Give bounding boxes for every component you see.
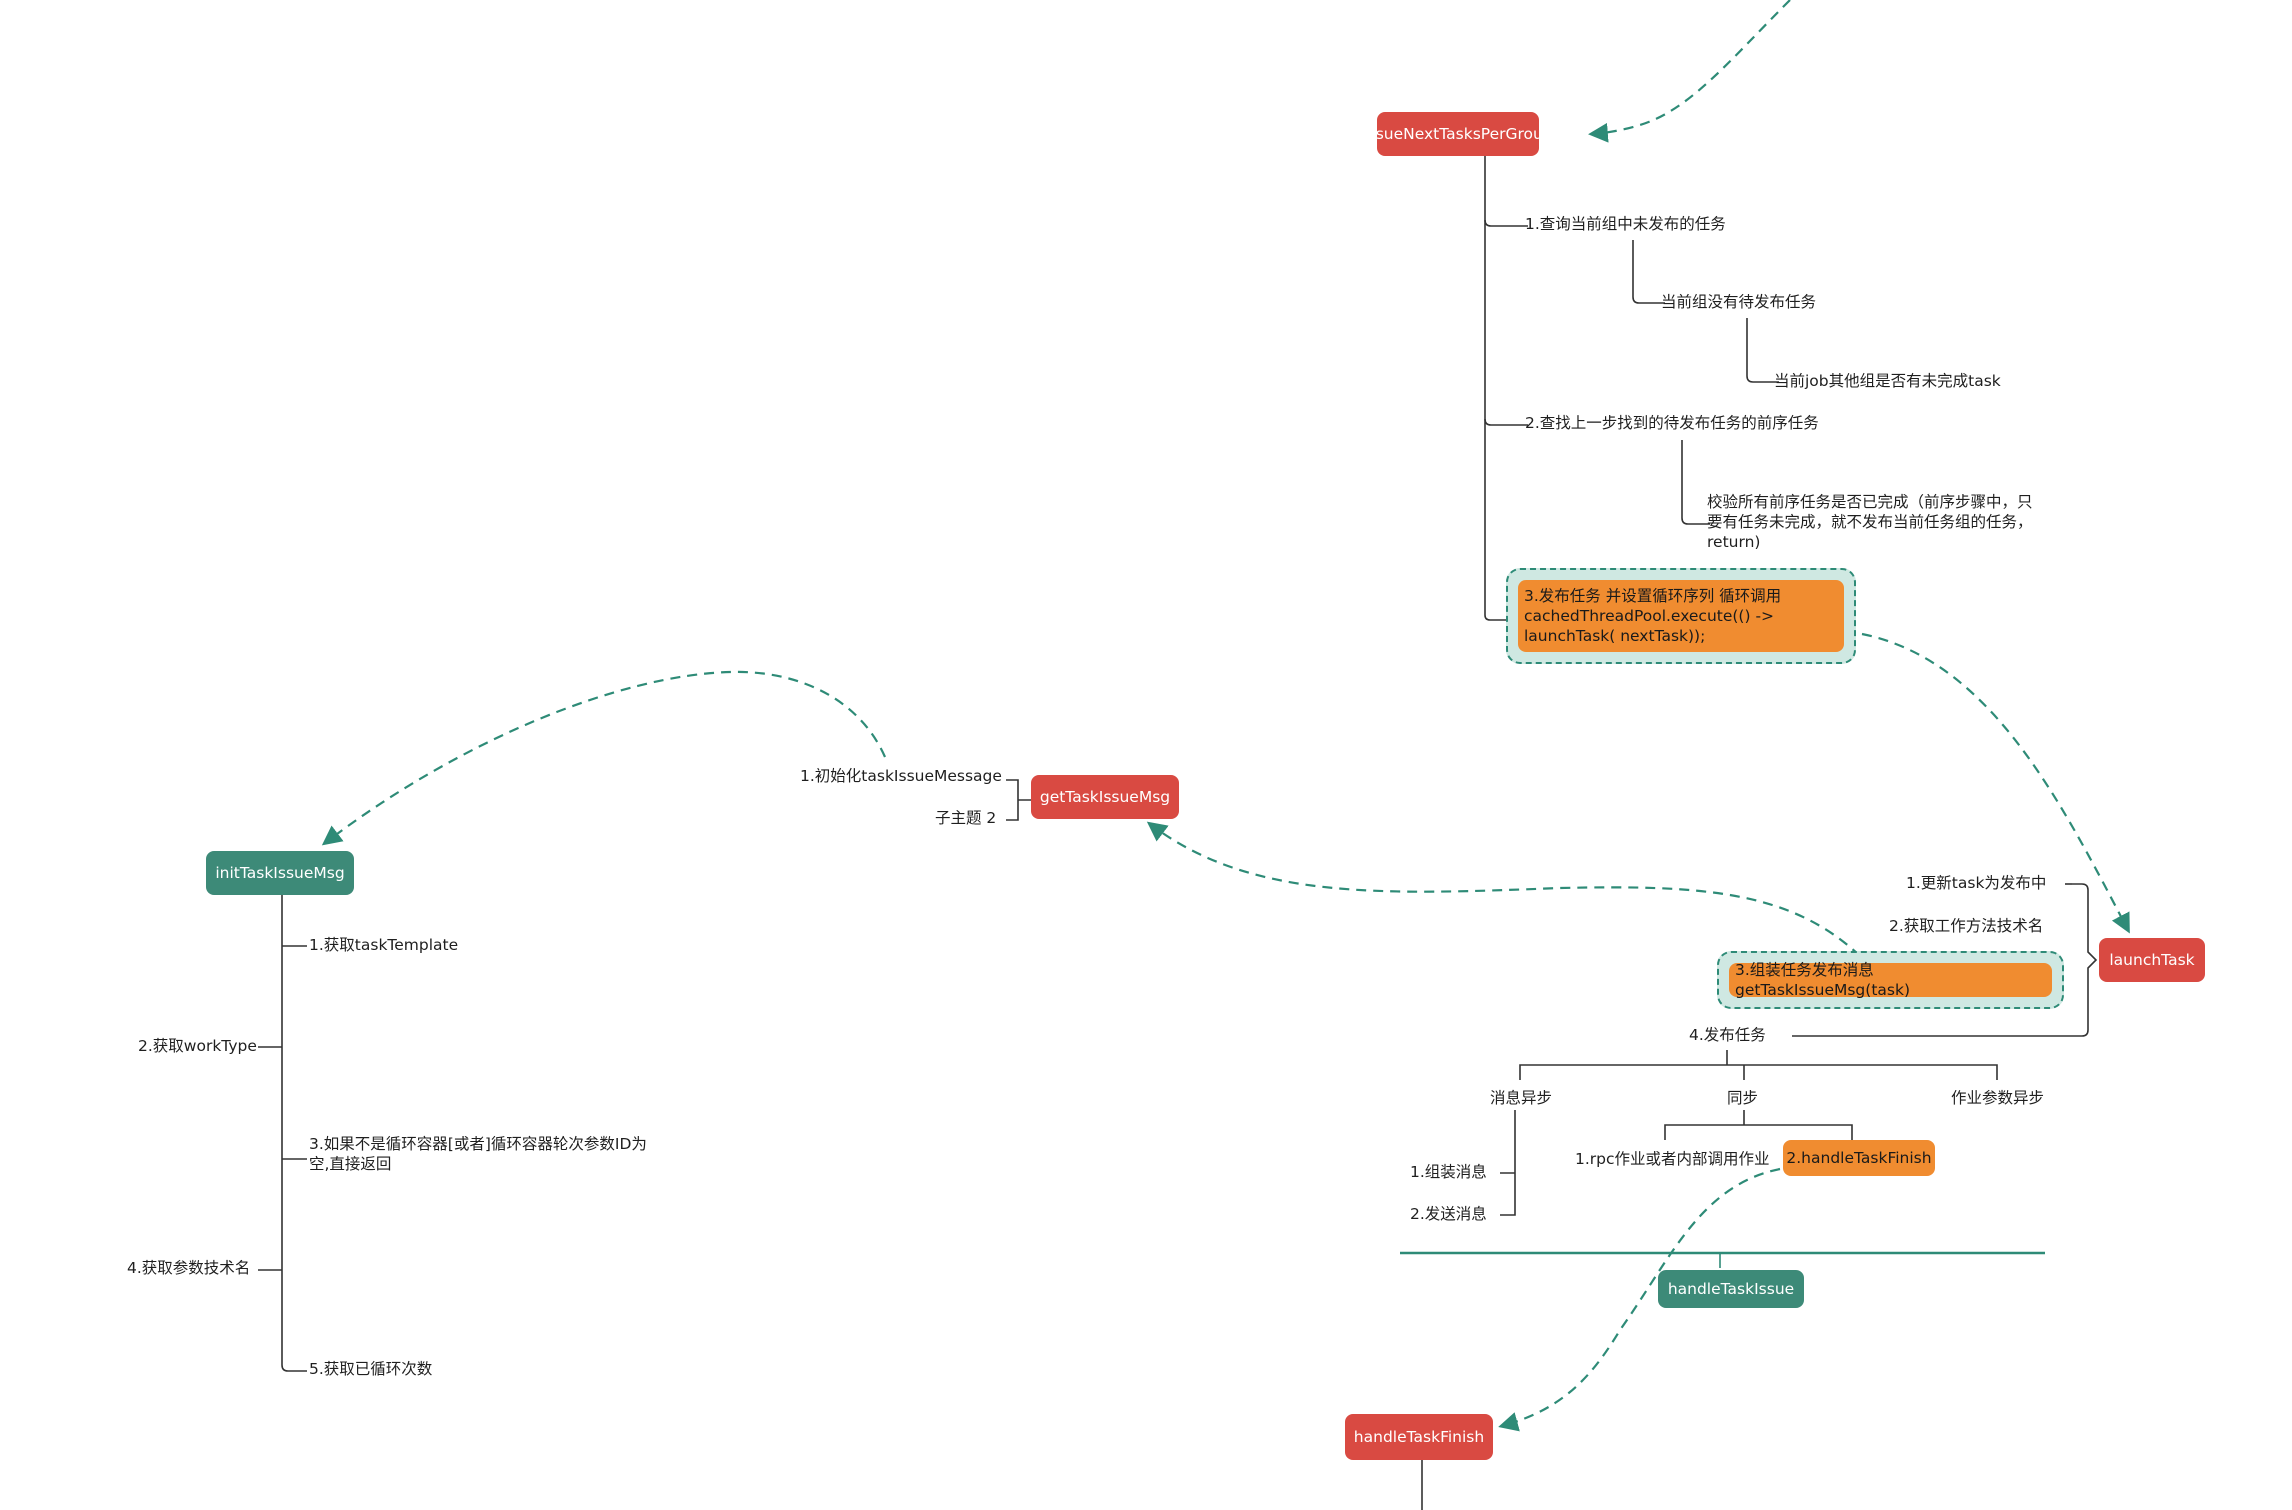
node-handle-task-issue[interactable]: handleTaskIssue — [1658, 1270, 1804, 1308]
issue-step2-line — [1484, 418, 1528, 426]
init-step4-label[interactable]: 4.获取参数技术名 — [127, 1259, 251, 1277]
step4-split — [1519, 1050, 1998, 1080]
node-init-task-issue-msg[interactable]: initTaskIssueMsg — [206, 851, 354, 895]
sync-children — [1664, 1110, 1853, 1140]
launch-assemble-label[interactable]: 1.组装消息 — [1410, 1163, 1487, 1181]
issue-step1-sub-label[interactable]: 当前组没有待发布任务 — [1661, 293, 1817, 311]
getmsg-child2-label[interactable]: 子主题 2 — [935, 809, 997, 827]
launch-step2-label[interactable]: 2.获取工作方法技术名 — [1889, 917, 2044, 935]
launch-async-msg-label[interactable]: 消息异步 — [1490, 1089, 1553, 1107]
launch-step1-label[interactable]: 1.更新task为发布中 — [1906, 874, 2047, 892]
link-launch-step3-to-getmsg — [1146, 821, 1861, 957]
issue-step2-label[interactable]: 2.查找上一步找到的待发布任务的前序任务 — [1525, 414, 1819, 432]
issue-step1-subsub-line — [1746, 318, 1779, 383]
init-step1-label[interactable]: 1.获取taskTemplate — [309, 936, 459, 954]
init-step2-label[interactable]: 2.获取workType — [138, 1037, 257, 1055]
issue-trunk — [1484, 156, 1522, 621]
launch-rpc-label[interactable]: 1.rpc作业或者内部调用作业 — [1575, 1150, 1770, 1168]
node-launch-task[interactable]: launchTask — [2099, 938, 2205, 982]
issue-step1-sub-line — [1632, 240, 1665, 304]
launch-send-label[interactable]: 2.发送消息 — [1410, 1205, 1487, 1223]
issue-step2-sub-label[interactable]: 校验所有前序任务是否已完成（前序步骤中，只要有任务未完成，就不发布当前任务组的任… — [1707, 493, 2033, 551]
init-trunk — [281, 895, 307, 1372]
issue-step2-sub-line — [1681, 440, 1710, 525]
node-get-task-issue-msg[interactable]: getTaskIssueMsg — [1031, 775, 1179, 819]
link-orange-finish-to-main — [1498, 1167, 1781, 1432]
issue-step1-subsub-label[interactable]: 当前job其他组是否有未完成task — [1774, 372, 2001, 390]
issue-step1-line — [1484, 219, 1528, 227]
launch-sync-label[interactable]: 同步 — [1727, 1089, 1759, 1107]
getmsg-child1-label[interactable]: 1.初始化taskIssueMessage — [800, 767, 1002, 785]
node-handle-task-finish[interactable]: handleTaskFinish — [1345, 1414, 1493, 1460]
init-step3-label[interactable]: 3.如果不是循环容器[或者]循环容器轮次参数ID为空,直接返回 — [309, 1135, 647, 1173]
launch-async-param-label[interactable]: 作业参数异步 — [1951, 1089, 2045, 1107]
node-handle-task-finish-orange[interactable]: 2.handleTaskFinish — [1783, 1140, 1935, 1176]
init-step5-label[interactable]: 5.获取已循环次数 — [309, 1360, 433, 1378]
link-into-issue-next — [1588, 0, 1791, 143]
node-issue-next-tasks-per-group[interactable]: issueNextTasksPerGroup — [1363, 112, 1553, 156]
link-getmsg-to-init — [321, 670, 887, 846]
async-msg-children — [1500, 1110, 1516, 1216]
issue-step1-label[interactable]: 1.查询当前组中未发布的任务 — [1525, 215, 1726, 233]
issue-step3-node[interactable]: 3.发布任务 并设置循环序列 循环调用 cachedThreadPool.exe… — [1518, 580, 1844, 652]
launch-step4-label[interactable]: 4.发布任务 — [1689, 1026, 1766, 1044]
launch-bracket — [1792, 883, 2098, 1037]
launch-step3-node[interactable]: 3.组装任务发布消息 getTaskIssueMsg(task) — [1729, 961, 2052, 999]
link-step3-to-launch-task — [1861, 632, 2130, 934]
